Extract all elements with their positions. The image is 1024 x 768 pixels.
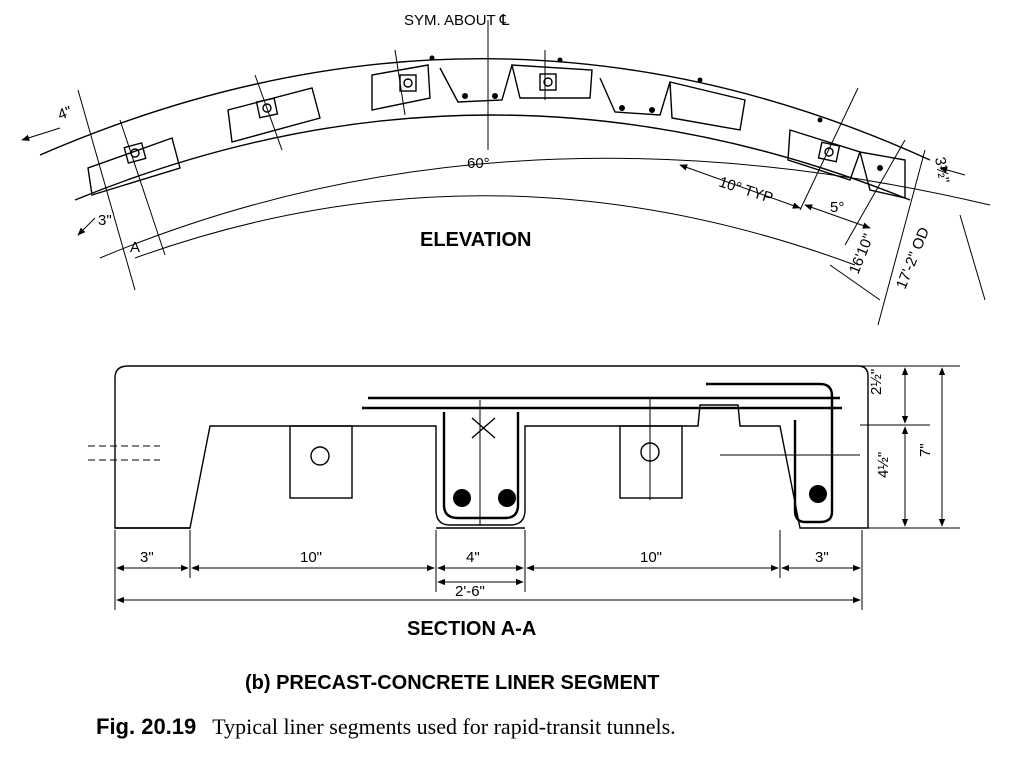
dim-bottom-label: 3" bbox=[815, 549, 829, 566]
dim-mid-label: 4½" bbox=[875, 452, 892, 478]
dim-3half-label: 3½" bbox=[931, 156, 952, 185]
figure-number: Fig. 20.19 bbox=[96, 714, 197, 739]
section-outline bbox=[114, 365, 869, 529]
dim-top-label: 2½" bbox=[868, 369, 885, 395]
dim-4in-label: 4" bbox=[56, 103, 75, 124]
elevation-title: ELEVATION bbox=[420, 229, 531, 251]
angle-end-label: 5° bbox=[830, 199, 844, 216]
bolt-pocket-left bbox=[289, 425, 353, 499]
bolt-pocket-right bbox=[619, 425, 683, 499]
dim-bottom-label: 4" bbox=[466, 549, 480, 566]
rebar-dot bbox=[453, 489, 471, 507]
rebar-dot bbox=[809, 485, 827, 503]
dim-bottom-label: 10" bbox=[640, 549, 662, 566]
figure-caption-text: Typical liner segments used for rapid-tr… bbox=[212, 714, 676, 739]
dim-bottom-label: 3" bbox=[140, 549, 154, 566]
figure-caption: Fig. 20.19 Typical liner segments used fo… bbox=[96, 714, 676, 740]
rebar-dot bbox=[498, 489, 516, 507]
inner-arc bbox=[74, 114, 911, 201]
radial-lines bbox=[77, 20, 926, 326]
outer-arc bbox=[39, 58, 931, 161]
od-arc bbox=[99, 157, 991, 259]
rebar-hook-right bbox=[706, 382, 834, 524]
dim-overall-label: 2'-6" bbox=[455, 583, 485, 600]
cross-mark bbox=[471, 417, 496, 439]
dim-total-label: 7" bbox=[917, 443, 934, 457]
section-view: 2½" 4½" 7" 3" 10" 4" 10" 3" 2'-6" SECTIO… bbox=[88, 365, 960, 640]
dim-bottom-label: 10" bbox=[300, 549, 322, 566]
radius-arc bbox=[134, 195, 856, 266]
sym-about-note: SYM. ABOUT ℄ bbox=[404, 12, 510, 29]
od-label: 17'-2" OD bbox=[893, 225, 933, 292]
radius-label: 16'10" bbox=[846, 232, 877, 277]
angle-typ-label: 10° TYP bbox=[717, 174, 775, 207]
section-mark-a: A bbox=[130, 239, 140, 256]
rebar-stirrup-center bbox=[442, 412, 520, 520]
section-title: SECTION A-A bbox=[407, 618, 536, 640]
elevation-view: SYM. ABOUT ℄ 60° 10° TYP 5° 4" 3" 3½" 16… bbox=[21, 12, 991, 326]
figure-subtitle: (b) PRECAST-CONCRETE LINER SEGMENT bbox=[245, 672, 659, 694]
angle-center-label: 60° bbox=[467, 155, 490, 172]
dim-3in-label: 3" bbox=[98, 212, 112, 229]
rebar-top bbox=[362, 396, 842, 410]
rib-pockets bbox=[87, 55, 906, 199]
